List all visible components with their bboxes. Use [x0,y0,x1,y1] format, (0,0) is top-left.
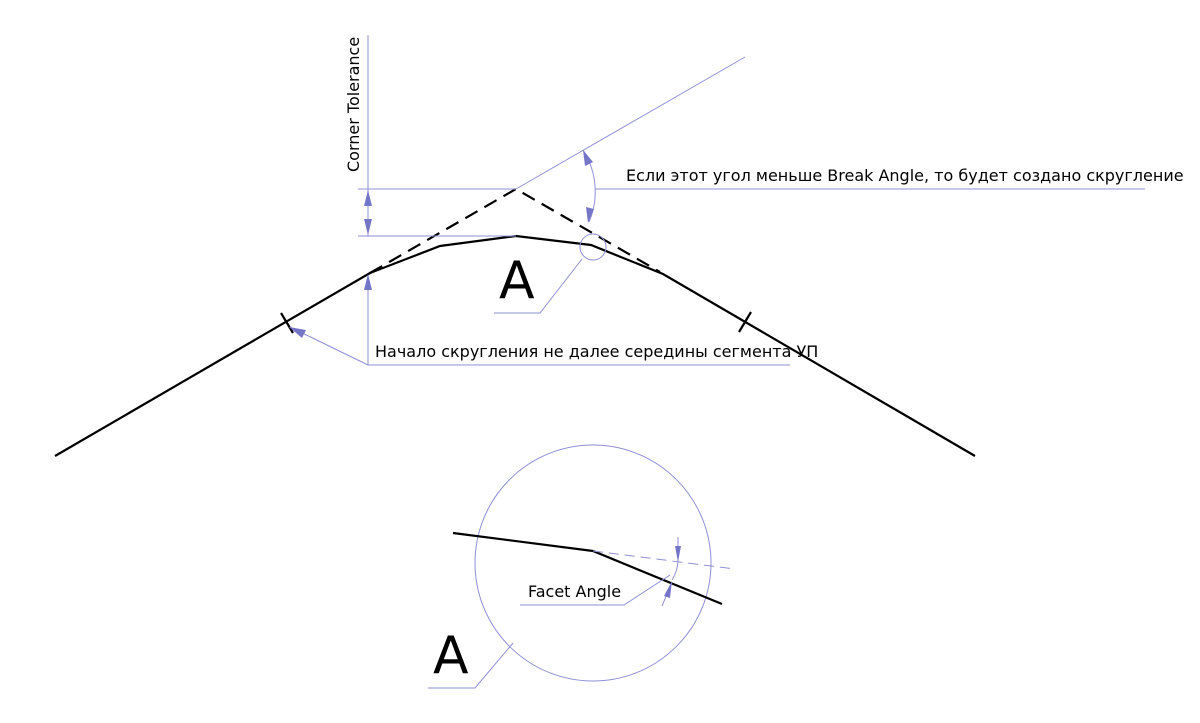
fillet-start-note: Начало скругления не далее середины сегм… [375,342,818,361]
arrow-icon [583,150,593,166]
corner-tolerance-label: Corner Tolerance [344,37,363,172]
corner-tolerance-dimension: Corner Tolerance [344,35,516,237]
arrow-icon [586,207,594,223]
arrow-icon [364,190,372,206]
arrow-icon [675,546,681,562]
segment-midpoint-tick-left [280,312,294,334]
original-corner-dashed [369,187,661,274]
arrow-icon [664,581,672,598]
segment-midpoint-tick-right [738,311,752,333]
break-angle-note: Если этот угол меньше Break Angle, то бу… [626,166,1184,185]
detail-view: Facet Angle A [428,444,736,689]
arrow-icon [364,219,372,235]
detail-callout-top: A [494,233,607,314]
facet-angle-label: Facet Angle [528,582,621,601]
arrow-icon [289,327,306,338]
detail-marker-top: A [499,251,535,311]
break-angle-dimension: Если этот угол меньше Break Angle, то бу… [515,56,1184,223]
fillet-start-annotation: Начало скругления не далее середины сегм… [289,274,818,366]
arrow-icon [364,274,372,290]
detail-marker-bottom: A [433,626,469,686]
